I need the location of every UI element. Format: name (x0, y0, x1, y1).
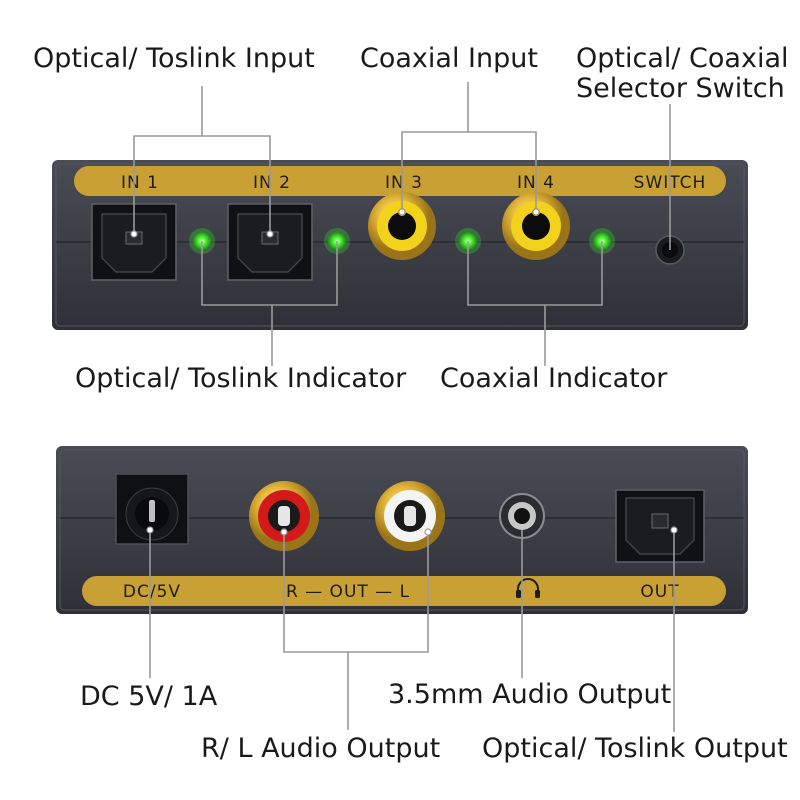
callout-headphone-output: 3.5mm Audio Output (388, 679, 672, 710)
callout-optical-output: Optical/ Toslink Output (482, 733, 788, 764)
callout-selector-switch-line2: Selector Switch (576, 73, 785, 104)
callout-optical-input: Optical/ Toslink Input (33, 43, 315, 74)
dc-power-jack (115, 473, 189, 545)
callout-coaxial-input: Coaxial Input (360, 43, 538, 74)
optical-output-port (615, 489, 705, 563)
callout-rl-output: R/ L Audio Output (201, 733, 441, 764)
coaxial-input-4 (502, 192, 570, 260)
rear-label-strip (82, 576, 726, 606)
leader-dots (130, 208, 678, 536)
rear-panel: DC/5V R — OUT — L OUT (56, 446, 748, 614)
headphone-icon (516, 578, 540, 598)
label-dc: DC/5V (123, 582, 181, 602)
rear-panel-edge (59, 449, 745, 611)
callout-optical-indicator: Optical/ Toslink Indicator (75, 363, 407, 394)
leader-lines (133, 82, 675, 732)
label-in1: IN 1 (121, 173, 159, 193)
rca-output-right (249, 481, 319, 551)
callout-selector-switch-line1: Optical/ Coaxial (576, 43, 789, 74)
optical-input-2 (227, 203, 313, 281)
front-panel-edge (55, 163, 745, 327)
front-label-strip (74, 166, 726, 196)
label-rl-out: R — OUT — L (286, 582, 410, 602)
coaxial-input-3 (368, 192, 436, 260)
rca-output-left (375, 481, 445, 551)
front-panel: IN 1 IN 2 IN 3 IN 4 SWITCH (52, 160, 748, 330)
label-out: OUT (640, 582, 679, 602)
callout-dc-power: DC 5V/ 1A (80, 681, 218, 712)
label-in2: IN 2 (253, 173, 291, 193)
callout-coaxial-indicator: Coaxial Indicator (440, 363, 668, 394)
optical-input-1 (91, 203, 177, 281)
label-in3: IN 3 (385, 173, 423, 193)
